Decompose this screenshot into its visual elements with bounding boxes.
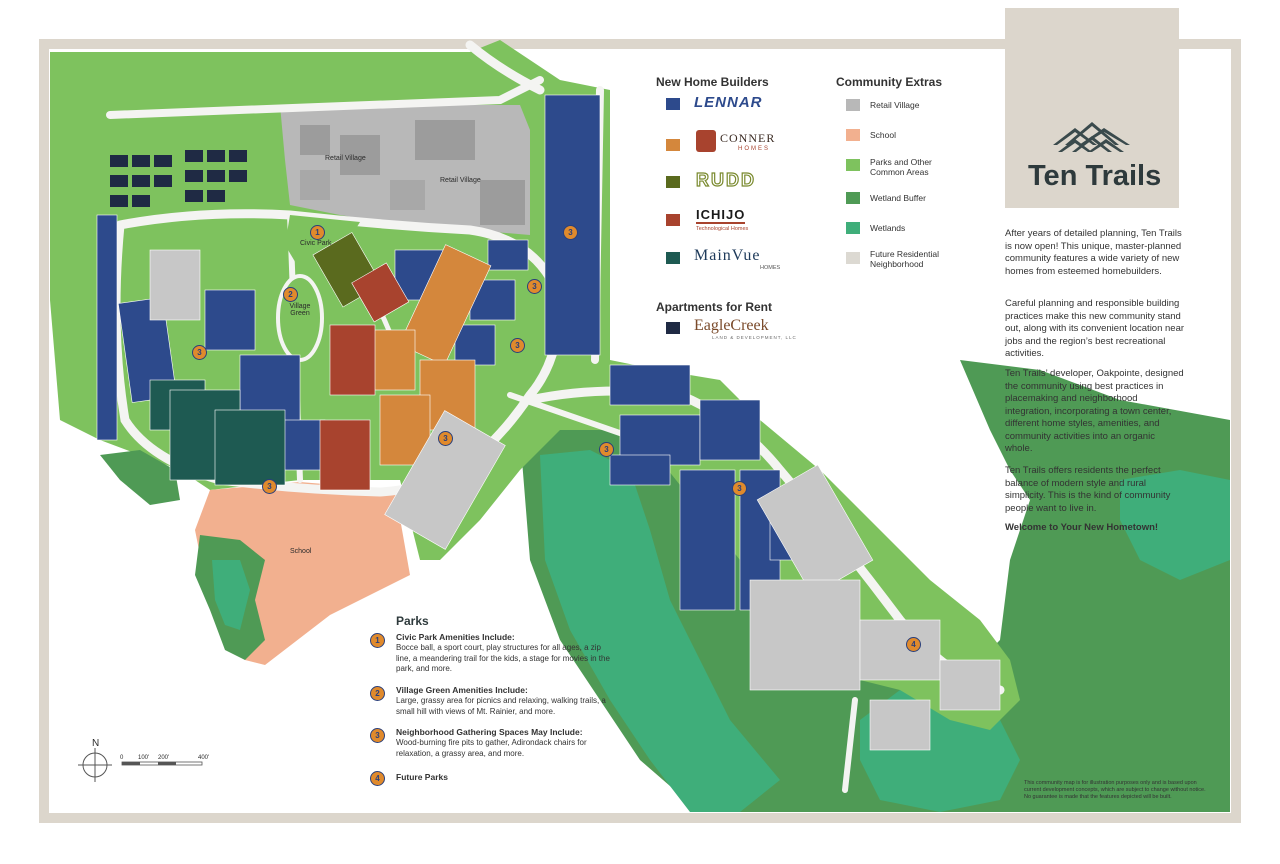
park-marker-3d[interactable]: 3	[510, 338, 525, 353]
compass-icon	[78, 748, 112, 782]
park-legend-2-title: Village Green Amenities Include:	[396, 685, 528, 695]
rudd-logo: RUDD	[695, 169, 756, 190]
wetlands-area	[540, 450, 780, 812]
extras-parks: Parks and Other Common Areas	[870, 157, 932, 177]
park-legend-3-icon: 3	[370, 728, 385, 743]
brand-title: Ten Trails	[1028, 160, 1162, 192]
park-legend-1-icon: 1	[370, 633, 385, 648]
conner-logo-text: CONNER	[720, 131, 776, 145]
park-legend-1-title: Civic Park Amenities Include:	[396, 632, 515, 642]
extras-wetlands: Wetlands	[870, 223, 906, 233]
ichijo-parcels	[319, 262, 410, 491]
scale-bar	[121, 761, 203, 766]
civic-park	[285, 215, 360, 270]
eaglecreek-logo: EagleCreek	[694, 317, 769, 334]
park-legend-3-title: Neighborhood Gathering Spaces May Includ…	[396, 727, 583, 737]
park-marker-2[interactable]: 2	[283, 287, 298, 302]
park-legend-4-icon: 4	[370, 771, 385, 786]
ichijo-logo: ICHIJO	[696, 207, 746, 224]
mainvue-logo-sub: HOMES	[760, 265, 781, 271]
park-legend-2-body: Large, grassy area for picnics and relax…	[396, 696, 606, 716]
mainvue-parcels	[149, 379, 286, 486]
park-marker-4[interactable]: 4	[906, 637, 921, 652]
park-legend-1-body: Bocce ball, a sport court, play structur…	[396, 643, 610, 673]
apartments-heading: Apartments for Rent	[656, 300, 773, 314]
apartments-blocks	[110, 150, 247, 207]
park-legend-3-body: Wood-burning fire pits to gather, Adiron…	[396, 738, 587, 758]
park-marker-1[interactable]: 1	[310, 225, 325, 240]
eaglecreek-logo-sub: LAND & DEVELOPMENT, LLC	[712, 335, 797, 340]
park-marker-3f[interactable]: 3	[563, 225, 578, 240]
retail-village-label-2: Retail Village	[440, 177, 481, 184]
ichijo-logo-sub: Technological Homes	[696, 226, 749, 232]
extras-wetland-buffer: Wetland Buffer	[870, 193, 926, 203]
parks-heading: Parks	[396, 614, 429, 628]
wetland-buffer-east	[960, 360, 1230, 500]
scale-400: 400'	[198, 755, 210, 761]
intro-paragraph-1: After years of detailed planning, Ten Tr…	[1005, 228, 1182, 277]
welcome-text: Welcome to Your New Hometown!	[1005, 522, 1159, 533]
retail-village-label-1: Retail Village	[325, 155, 366, 162]
park-legend-4-title: Future Parks	[396, 772, 448, 782]
disclaimer: This community map is for illustration p…	[1024, 780, 1206, 800]
conner-logo-sub: HOMES	[738, 146, 771, 152]
scale-200: 200'	[158, 755, 170, 761]
logo-box	[1005, 8, 1179, 208]
mainvue-logo: MainVue	[694, 247, 761, 264]
conner-parcels	[369, 244, 492, 466]
civic-park-label: Civic Park	[300, 240, 332, 247]
park-marker-3h[interactable]: 3	[732, 481, 747, 496]
village-green-label: Village Green	[289, 303, 311, 317]
future-residential-parcels	[149, 249, 1001, 751]
park-marker-3e[interactable]: 3	[527, 279, 542, 294]
builders-heading: New Home Builders	[656, 75, 769, 89]
wetlands-area-3	[1120, 470, 1230, 580]
park-legend-2-icon: 2	[370, 686, 385, 701]
park-marker-3g[interactable]: 3	[599, 442, 614, 457]
lennar-logo: LENNAR	[694, 94, 763, 111]
extras-heading: Community Extras	[836, 75, 943, 89]
extras-future: Future Residential Neighborhood	[870, 249, 939, 269]
wetland-left	[100, 450, 180, 505]
north-label: N	[92, 738, 100, 749]
intro-paragraph-4: Ten Trails offers residents the perfect …	[1005, 465, 1171, 514]
park-marker-3a[interactable]: 3	[192, 345, 207, 360]
conner-logo	[696, 130, 716, 152]
extras-retail: Retail Village	[870, 100, 920, 110]
school-label: School	[290, 548, 312, 555]
intro-paragraph-2: Careful planning and responsible buildin…	[1005, 298, 1185, 359]
scale-0: 0	[120, 755, 124, 761]
scale-100: 100'	[138, 755, 150, 761]
intro-paragraph-3: Ten Trails’ developer, Oakpointe, design…	[1005, 368, 1184, 454]
park-marker-3b[interactable]: 3	[262, 479, 277, 494]
park-marker-3c[interactable]: 3	[438, 431, 453, 446]
mountains-icon	[1053, 122, 1130, 152]
extras-school: School	[870, 130, 896, 140]
